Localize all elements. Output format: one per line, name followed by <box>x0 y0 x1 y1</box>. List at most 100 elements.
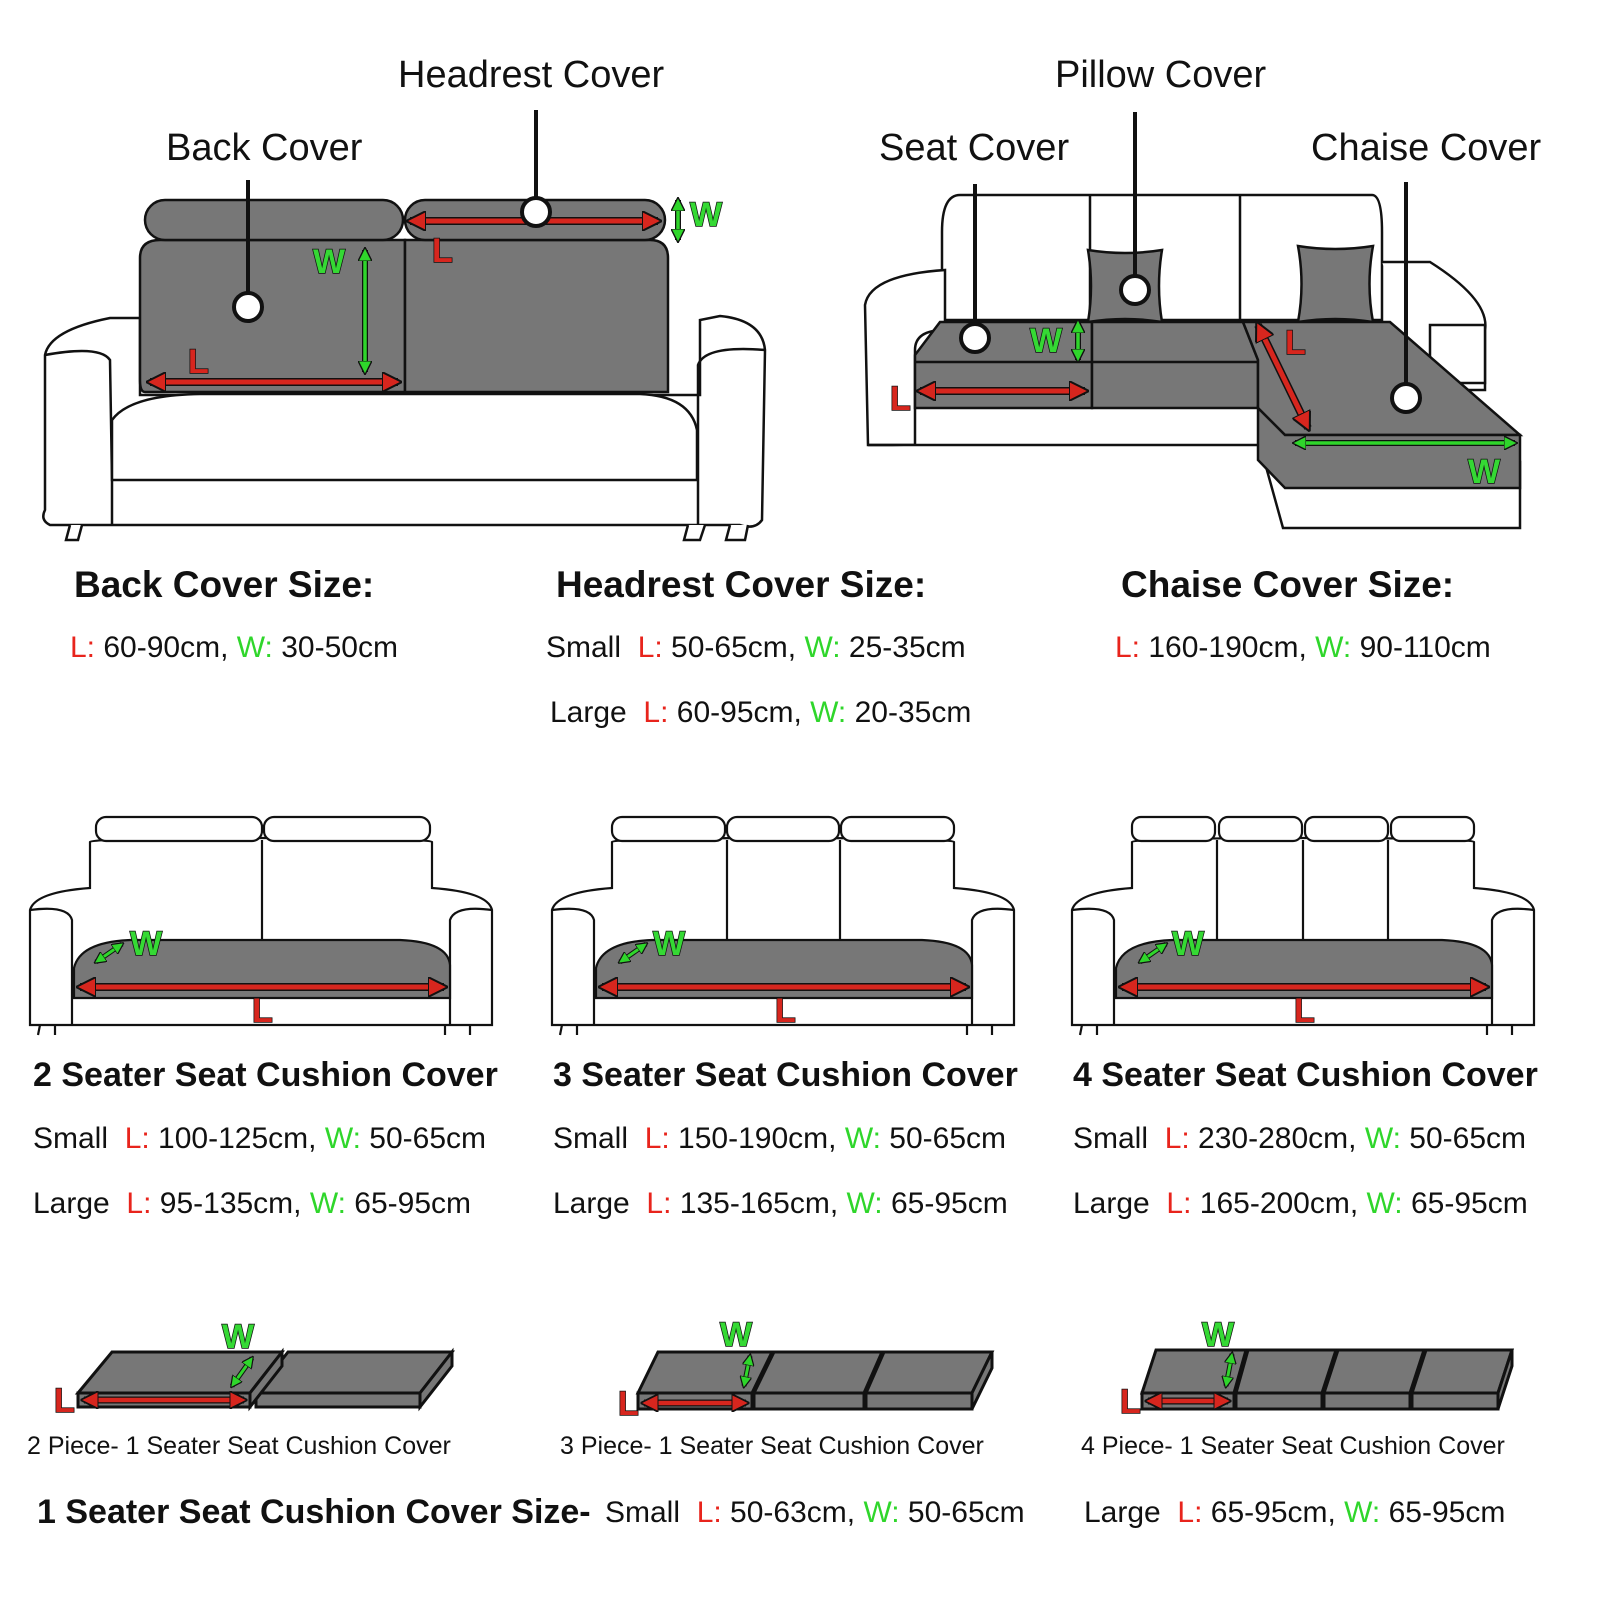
w-value: 50-65cm <box>880 1122 1006 1155</box>
piece-arrows <box>84 1354 1232 1403</box>
l-value: 65-95cm, <box>1202 1496 1336 1529</box>
size-name: Large <box>1073 1187 1150 1220</box>
l-label: L: <box>646 1187 672 1220</box>
piece3-length-letter: L <box>618 1385 639 1423</box>
w-value: 50-65cm <box>1400 1122 1526 1155</box>
seater-letters: W L W L W L <box>129 924 1315 1031</box>
seat-width-letter: W <box>1030 322 1063 360</box>
sofa1-pointers <box>232 110 552 323</box>
one-seater-large: Large L: 65-95cm, W: 65-95cm <box>1084 1496 1505 1530</box>
seater4-width-arrow <box>1140 944 1166 962</box>
seater4-width-letter: W <box>1172 925 1205 963</box>
sofa1-letters: L W L W <box>187 195 724 382</box>
size-name: Small <box>605 1496 681 1529</box>
one-seater-title: 1 Seater Seat Cushion Cover Size- <box>37 1493 591 1531</box>
one-seater-small: Small L: 50-63cm, W: 50-65cm <box>605 1496 1025 1530</box>
w-value: 65-95cm <box>882 1187 1008 1220</box>
l-label: L: <box>126 1187 152 1220</box>
left-foot <box>64 524 84 542</box>
seat-cushion-left <box>913 320 1094 410</box>
l-value: 50-63cm, <box>721 1496 856 1529</box>
w-label: W: <box>801 696 847 729</box>
back-cushions <box>138 198 670 394</box>
back-width-letter: W <box>313 243 346 281</box>
left-arm <box>44 349 114 525</box>
headrest-width-letter: W <box>690 196 723 234</box>
pillow-right <box>1296 244 1375 324</box>
w-value: 65-95cm <box>1402 1187 1528 1220</box>
w-value: 25-35cm <box>840 631 966 664</box>
chaise-cover-pointer <box>1390 382 1422 414</box>
w-label: W: <box>796 631 841 664</box>
sofa-back-headrest-drawing <box>42 314 767 542</box>
l-value: 60-95cm, <box>668 696 802 729</box>
w-value: 30-50cm <box>272 631 398 664</box>
chaise-width-letter: W <box>1468 453 1501 491</box>
w-label: W: <box>228 631 273 664</box>
seater2-length-letter: L <box>252 992 273 1030</box>
w-label: W: <box>855 1496 900 1529</box>
w-value: 65-95cm <box>1380 1496 1506 1529</box>
piece2-length-letter: L <box>54 1382 75 1420</box>
chaise-cushions <box>913 244 1524 490</box>
piece3-caption: 3 Piece- 1 Seater Seat Cushion Cover <box>560 1432 984 1460</box>
l-value: 100-125cm, <box>149 1122 317 1155</box>
size-name: Large <box>33 1187 110 1220</box>
seater3-width-arrow <box>620 944 646 962</box>
seat-cover-label: Seat Cover <box>879 127 1070 169</box>
headrest-length-letter: L <box>432 232 453 270</box>
right-arm <box>696 347 766 525</box>
seater4-large: Large L: 165-200cm, W: 65-95cm <box>1073 1187 1528 1221</box>
l-label: L: <box>1177 1496 1203 1529</box>
back-size-line: L: 60-90cm, W: 30-50cm <box>70 631 398 665</box>
piece4-width-arrow <box>1226 1354 1232 1386</box>
seater2-large: Large L: 95-135cm, W: 65-95cm <box>33 1187 471 1221</box>
size-name: Small <box>33 1122 109 1155</box>
seater2-title: 2 Seater Seat Cushion Cover <box>33 1056 498 1094</box>
seater4-small: Small L: 230-280cm, W: 50-65cm <box>1073 1122 1526 1156</box>
w-value: 65-95cm <box>345 1187 472 1220</box>
seater-arrows <box>80 944 1486 987</box>
chaise-size-title: Chaise Cover Size: <box>1121 564 1455 605</box>
w-label: W: <box>836 1122 881 1155</box>
piece2-caption: 2 Piece- 1 Seater Seat Cushion Cover <box>27 1432 451 1460</box>
back-size-title: Back Cover Size: <box>74 564 375 605</box>
w-label: W: <box>316 1122 361 1155</box>
pillow-cover-pointer <box>1119 274 1151 306</box>
w-label: W: <box>1358 1187 1403 1220</box>
seater3-width-letter: W <box>653 925 686 963</box>
piece3-width-letter: W <box>720 1316 753 1354</box>
seater4-title: 4 Seater Seat Cushion Cover <box>1073 1056 1538 1094</box>
headrest-cover-label: Headrest Cover <box>398 54 665 96</box>
seat-length-letter: L <box>890 380 911 418</box>
l-label: L: <box>1166 1187 1192 1220</box>
w-label: W: <box>1356 1122 1401 1155</box>
w-label: W: <box>1306 631 1352 664</box>
seater3-title: 3 Seater Seat Cushion Cover <box>553 1056 1018 1094</box>
l-value: 230-280cm, <box>1189 1122 1357 1155</box>
w-value: 90-110cm <box>1351 631 1491 664</box>
headrest-size-large: Large L: 60-95cm, W: 20-35cm <box>550 696 971 730</box>
l-value: 150-190cm, <box>669 1122 837 1155</box>
piece4-caption: 4 Piece- 1 Seater Seat Cushion Cover <box>1081 1432 1505 1460</box>
l-label: L: <box>637 631 663 664</box>
back-cover-pointer <box>232 291 264 323</box>
seat-cover-pointer <box>959 322 991 354</box>
seater3-small: Small L: 150-190cm, W: 50-65cm <box>553 1122 1006 1156</box>
size-name: Large <box>1084 1496 1161 1529</box>
right-foot-2 <box>724 524 750 542</box>
piece2-width-letter: W <box>222 1318 255 1356</box>
w-label: W: <box>838 1187 883 1220</box>
l-value: 160-190cm, <box>1140 631 1307 664</box>
seat-front <box>110 392 699 482</box>
chaise-size-line: L: 160-190cm, W: 90-110cm <box>1115 631 1491 665</box>
w-label: W: <box>301 1187 346 1220</box>
seater3-large: Large L: 135-165cm, W: 65-95cm <box>553 1187 1008 1221</box>
back-length-letter: L <box>188 343 209 381</box>
w-value: 50-65cm <box>899 1496 1025 1529</box>
size-name: Large <box>550 696 627 729</box>
piece4-width-letter: W <box>1202 1316 1235 1354</box>
size-name: Small <box>553 1122 629 1155</box>
piece2-width-arrow <box>232 1358 252 1386</box>
